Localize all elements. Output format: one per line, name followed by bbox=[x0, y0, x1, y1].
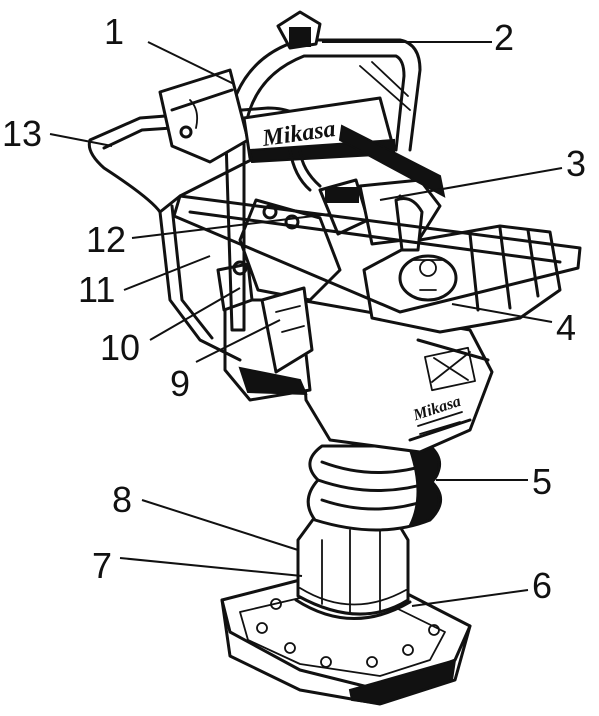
callout-2: 2 bbox=[494, 17, 514, 58]
callout-7: 7 bbox=[92, 545, 112, 586]
cable-dark bbox=[338, 124, 446, 198]
callout-9: 9 bbox=[170, 363, 190, 404]
shoe-plate bbox=[220, 578, 472, 706]
callout-10: 10 bbox=[100, 327, 140, 368]
leader-lines bbox=[49, 41, 563, 607]
engine bbox=[362, 224, 562, 334]
callout-3: 3 bbox=[566, 143, 586, 184]
callout-5: 5 bbox=[532, 461, 552, 502]
callout-6: 6 bbox=[532, 565, 552, 606]
callout-numbers: 1 2 3 4 5 6 7 8 9 10 11 12 13 bbox=[2, 11, 586, 606]
throttle-cable bbox=[288, 148, 322, 192]
callout-13: 13 bbox=[2, 113, 42, 154]
lower-leg bbox=[294, 508, 412, 620]
handle-frame bbox=[87, 10, 582, 362]
callout-4: 4 bbox=[556, 307, 576, 348]
callout-8: 8 bbox=[112, 479, 132, 520]
callout-1: 1 bbox=[104, 11, 124, 52]
callout-11: 11 bbox=[78, 269, 115, 310]
callout-12: 12 bbox=[86, 219, 126, 260]
bellows bbox=[306, 444, 442, 532]
top-cover bbox=[158, 68, 250, 164]
